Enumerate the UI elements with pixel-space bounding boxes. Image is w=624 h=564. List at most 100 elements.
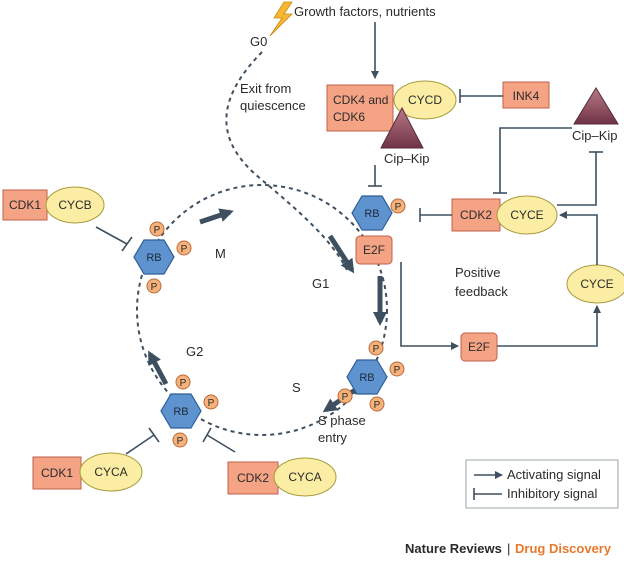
cyce-to-complex-arrow — [559, 211, 598, 265]
cycle-arrow-m — [199, 208, 234, 225]
cycb-label: CYCB — [58, 198, 91, 212]
phospho-s-left — [337, 388, 353, 404]
phospho-s-bottom — [369, 396, 385, 412]
cdk1-label-cycb: CDK1 — [9, 198, 41, 212]
cell-cycle-circle — [136, 184, 388, 436]
credit-journal: Drug Discovery — [515, 541, 612, 556]
phospho-m-right — [176, 240, 192, 256]
cip-kip-inhibits-cdk2 — [499, 127, 572, 193]
rb-label-g1: RB — [364, 208, 379, 220]
rb-label-g2: RB — [173, 406, 188, 418]
cyca-oval-cdk2 — [273, 457, 337, 497]
cip-kip-label-1: Cip–Kip — [384, 151, 430, 166]
cdk1-cyca-inhibits-rb — [125, 434, 155, 455]
phospho-label-g2-top: P — [180, 378, 187, 389]
legend: Activating signal Inhibitory signal — [465, 459, 619, 509]
phospho-label-m-right: P — [181, 244, 188, 255]
cdk2-cyca-inhibits-rb — [206, 434, 236, 453]
cdk1-box-cycb — [2, 189, 48, 221]
cyce-oval-complex — [496, 195, 558, 235]
lightning-icon — [269, 1, 293, 37]
cdk1-cyca-inhibit-bar — [148, 427, 160, 443]
phospho-g2-bottom — [172, 432, 188, 448]
exit-quiescence-label-2: quiescence — [240, 98, 306, 113]
rb-s-phase: RB P P P P — [337, 340, 405, 412]
e2f-label-g1: E2F — [363, 243, 385, 257]
phase-m-label: M — [215, 246, 226, 261]
growth-signal: Growth factors, nutrients — [269, 1, 436, 37]
phospho-label-s-right: P — [394, 365, 401, 376]
phospho-label-s-bottom: P — [374, 400, 381, 411]
cdk1-cycb-inhibit-bar — [121, 236, 133, 252]
credit-separator: | — [507, 541, 510, 556]
legend-inhibitory-label: Inhibitory signal — [507, 486, 597, 501]
cdk1-box-cyca — [32, 456, 82, 490]
e2f-to-cyce-arrow — [497, 305, 601, 347]
phospho-label-g2-bottom: P — [177, 436, 184, 447]
cdk1-label-cyca: CDK1 — [41, 466, 73, 480]
phase-g1-label: G1 — [312, 276, 329, 291]
positive-feedback-label-2: feedback — [455, 284, 508, 299]
cdk46-label-2: CDK6 — [333, 110, 365, 124]
cyce-to-cip-kip — [557, 152, 597, 206]
cip-kip-right-triangle-icon — [573, 87, 619, 125]
rb-e2f-g1: RB P E2F — [351, 195, 406, 265]
cdk1-cycb-inhibits-rb — [95, 226, 128, 245]
s-phase-entry-label-2: entry — [318, 430, 347, 445]
s-phase-entry-label-1: S phase — [318, 413, 366, 428]
rb-hexagon-m — [133, 239, 175, 275]
phase-g2-label: G2 — [186, 344, 203, 359]
phase-s-label: S — [292, 380, 301, 395]
cyca-label-cdk2: CYCA — [288, 470, 321, 484]
cdk46-cycd-complex: CDK4 and CDK6 CYCD Cip–Kip — [326, 80, 457, 166]
cdk1-cyca-complex: CDK1 CYCA — [32, 452, 143, 492]
cyca-label-cdk1: CYCA — [94, 465, 127, 479]
credit: Nature Reviews | Drug Discovery — [405, 541, 612, 556]
credit-publisher: Nature Reviews — [405, 541, 502, 556]
rb-m-phase: RB P P P — [133, 221, 192, 294]
cyce-label-complex: CYCE — [510, 208, 543, 222]
exit-quiescence-label-1: Exit from — [240, 81, 291, 96]
cdk46-label-1: CDK4 and — [333, 93, 388, 107]
phospho-label-g2-right: P — [208, 398, 215, 409]
legend-activating-label: Activating signal — [507, 467, 601, 482]
phospho-s-top — [368, 340, 384, 356]
rb-g2-phase: RB P P P — [160, 374, 219, 448]
cip-kip-label-2: Cip–Kip — [572, 128, 618, 143]
rb-label-m: RB — [146, 252, 161, 264]
phospho-g2-top — [175, 374, 191, 390]
cyca-oval-cdk1 — [79, 452, 143, 492]
cdk2-cyce-kinase-label: CDK2 — [460, 208, 492, 222]
positive-feedback-label-1: Positive — [455, 265, 501, 280]
e2f-box-free — [460, 332, 498, 362]
phospho-label-g1: P — [395, 202, 402, 213]
g0-label: G0 — [250, 34, 267, 49]
rb-hexagon-g2 — [160, 393, 202, 429]
phospho-m-top — [149, 221, 165, 237]
cycb-oval — [45, 186, 105, 224]
cycle-arrow-g2 — [147, 350, 169, 386]
cdk2-box-cyca — [227, 461, 279, 495]
rb-e2f-to-free-e2f — [400, 262, 459, 350]
cycd-oval — [393, 80, 457, 120]
cdk1-cycb-complex: CDK1 CYCB — [2, 186, 105, 224]
e2f-box-g1 — [355, 235, 393, 265]
phospho-m-bottom — [146, 278, 162, 294]
cycle-arrow-g1 — [327, 234, 355, 274]
phospho-g2-right — [203, 394, 219, 410]
phospho-label-m-top: P — [154, 225, 161, 236]
cdk2-cyca-complex: CDK2 CYCA — [227, 457, 337, 497]
phospho-label-s-top: P — [373, 344, 380, 355]
cip-kip-triangle-icon — [380, 106, 424, 149]
phospho-label-m-bottom: P — [151, 282, 158, 293]
cycd-label: CYCD — [408, 93, 442, 107]
rb-hexagon-g1 — [351, 195, 393, 231]
rb-hexagon-s — [346, 359, 388, 395]
e2f-label-free: E2F — [468, 340, 490, 354]
cdk46-box — [326, 84, 394, 132]
phospho-s-right — [389, 361, 405, 377]
phospho-g1 — [390, 198, 406, 214]
cdk2-label-cyca: CDK2 — [237, 471, 269, 485]
legend-box — [465, 459, 619, 509]
